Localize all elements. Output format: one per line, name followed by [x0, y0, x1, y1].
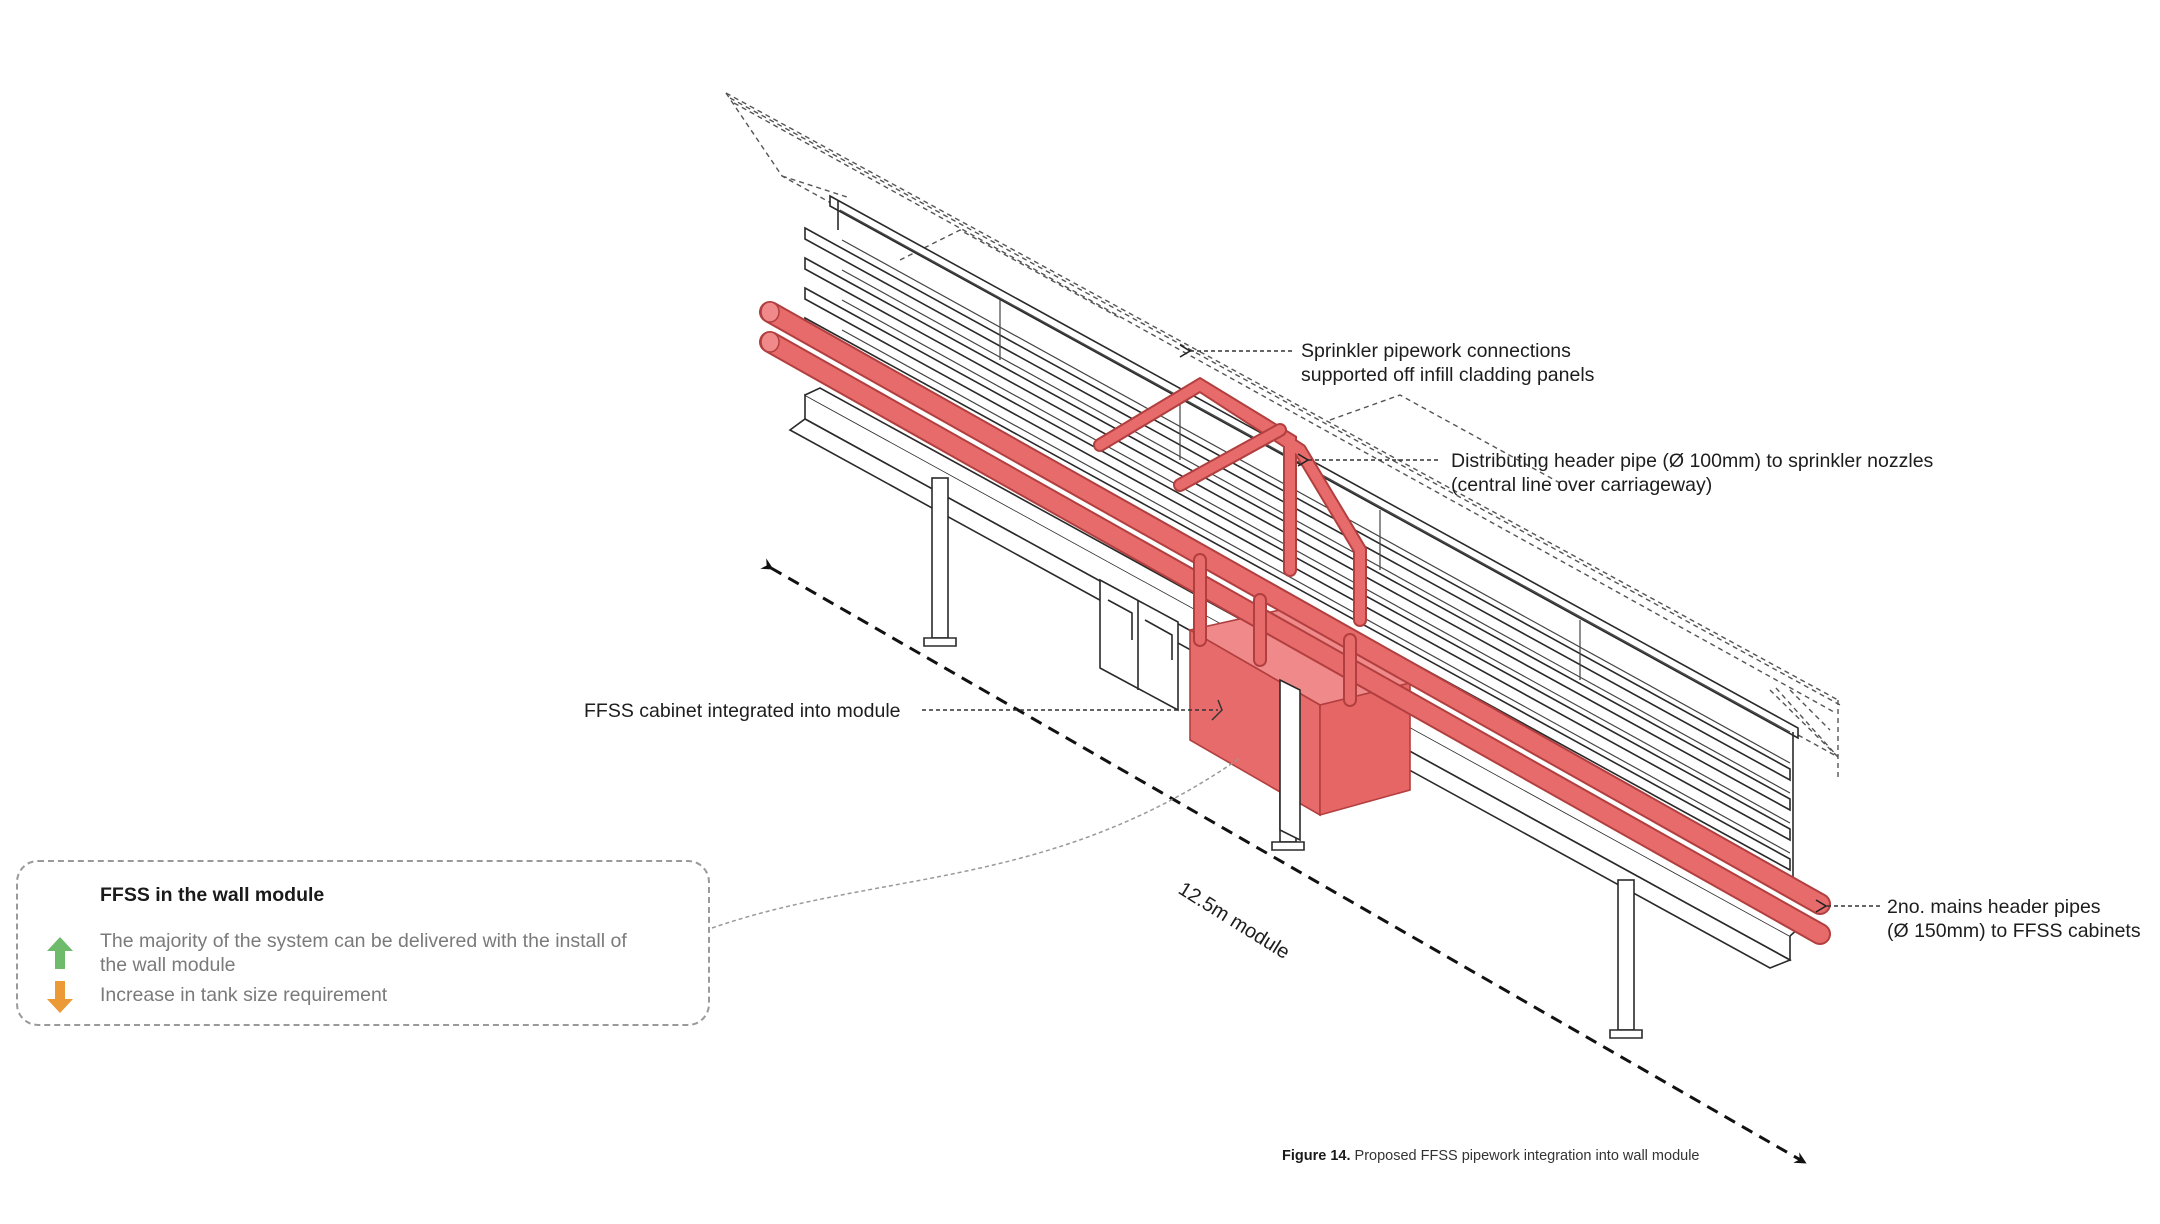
mains-annotation-line1: 2no. mains header pipes — [1887, 896, 2101, 918]
distributing-annotation-line2: (central line over carriageway) — [1451, 474, 1713, 496]
info-item-positive: The majority of the system can be delive… — [100, 929, 700, 977]
mains-pipes-annotation: 2no. mains header pipes (Ø 150mm) to FFS… — [1887, 895, 2141, 943]
info-item-positive-line1: The majority of the system can be delive… — [100, 930, 627, 952]
info-item-positive-line2: the wall module — [100, 954, 236, 976]
leader-lines — [711, 344, 1880, 929]
cabinet-annotation: FFSS cabinet integrated into module — [584, 699, 901, 723]
distributing-annotation-line1: Distributing header pipe (Ø 100mm) to sp… — [1451, 450, 1934, 472]
distributing-header-annotation: Distributing header pipe (Ø 100mm) to sp… — [1451, 449, 1933, 497]
sprinkler-annotation-line2: supported off infill cladding panels — [1301, 364, 1595, 386]
end-frame — [1775, 687, 1839, 758]
sprinkler-annotation: Sprinkler pipework connections supported… — [1301, 339, 1594, 387]
cabinet-annotation-line1: FFSS cabinet integrated into module — [584, 700, 901, 722]
sprinkler-annotation-line1: Sprinkler pipework connections — [1301, 340, 1571, 362]
arrow-down-icon — [47, 981, 73, 1013]
info-item-negative-line1: Increase in tank size requirement — [100, 984, 388, 1006]
info-box: FFSS in the wall module The majority of … — [16, 860, 710, 1026]
figure-caption: Figure 14. Proposed FFSS pipework integr… — [1282, 1148, 1700, 1164]
info-item-negative: Increase in tank size requirement — [100, 983, 700, 1007]
arrow-up-icon — [47, 937, 73, 969]
info-box-title: FFSS in the wall module — [100, 884, 325, 906]
figure-caption-text: Proposed FFSS pipework integration into … — [1354, 1148, 1700, 1164]
figure-caption-prefix: Figure 14. — [1282, 1148, 1351, 1164]
mains-annotation-line2: (Ø 150mm) to FFSS cabinets — [1887, 920, 2141, 942]
